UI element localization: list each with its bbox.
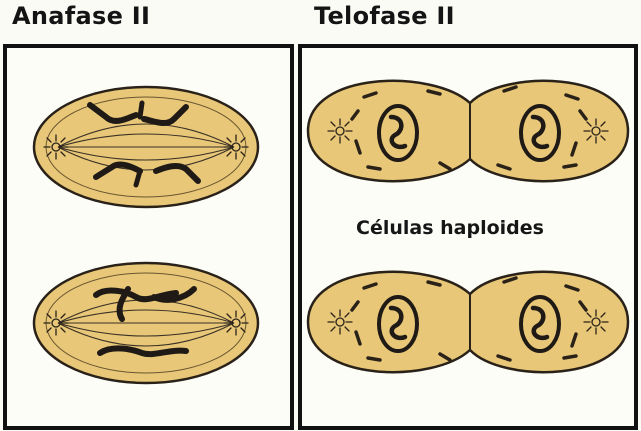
anaphase-cell-bottom: [34, 263, 258, 383]
anaphase-cell-top: [34, 87, 258, 207]
haploid-cells-caption: Células haploides: [356, 217, 544, 239]
